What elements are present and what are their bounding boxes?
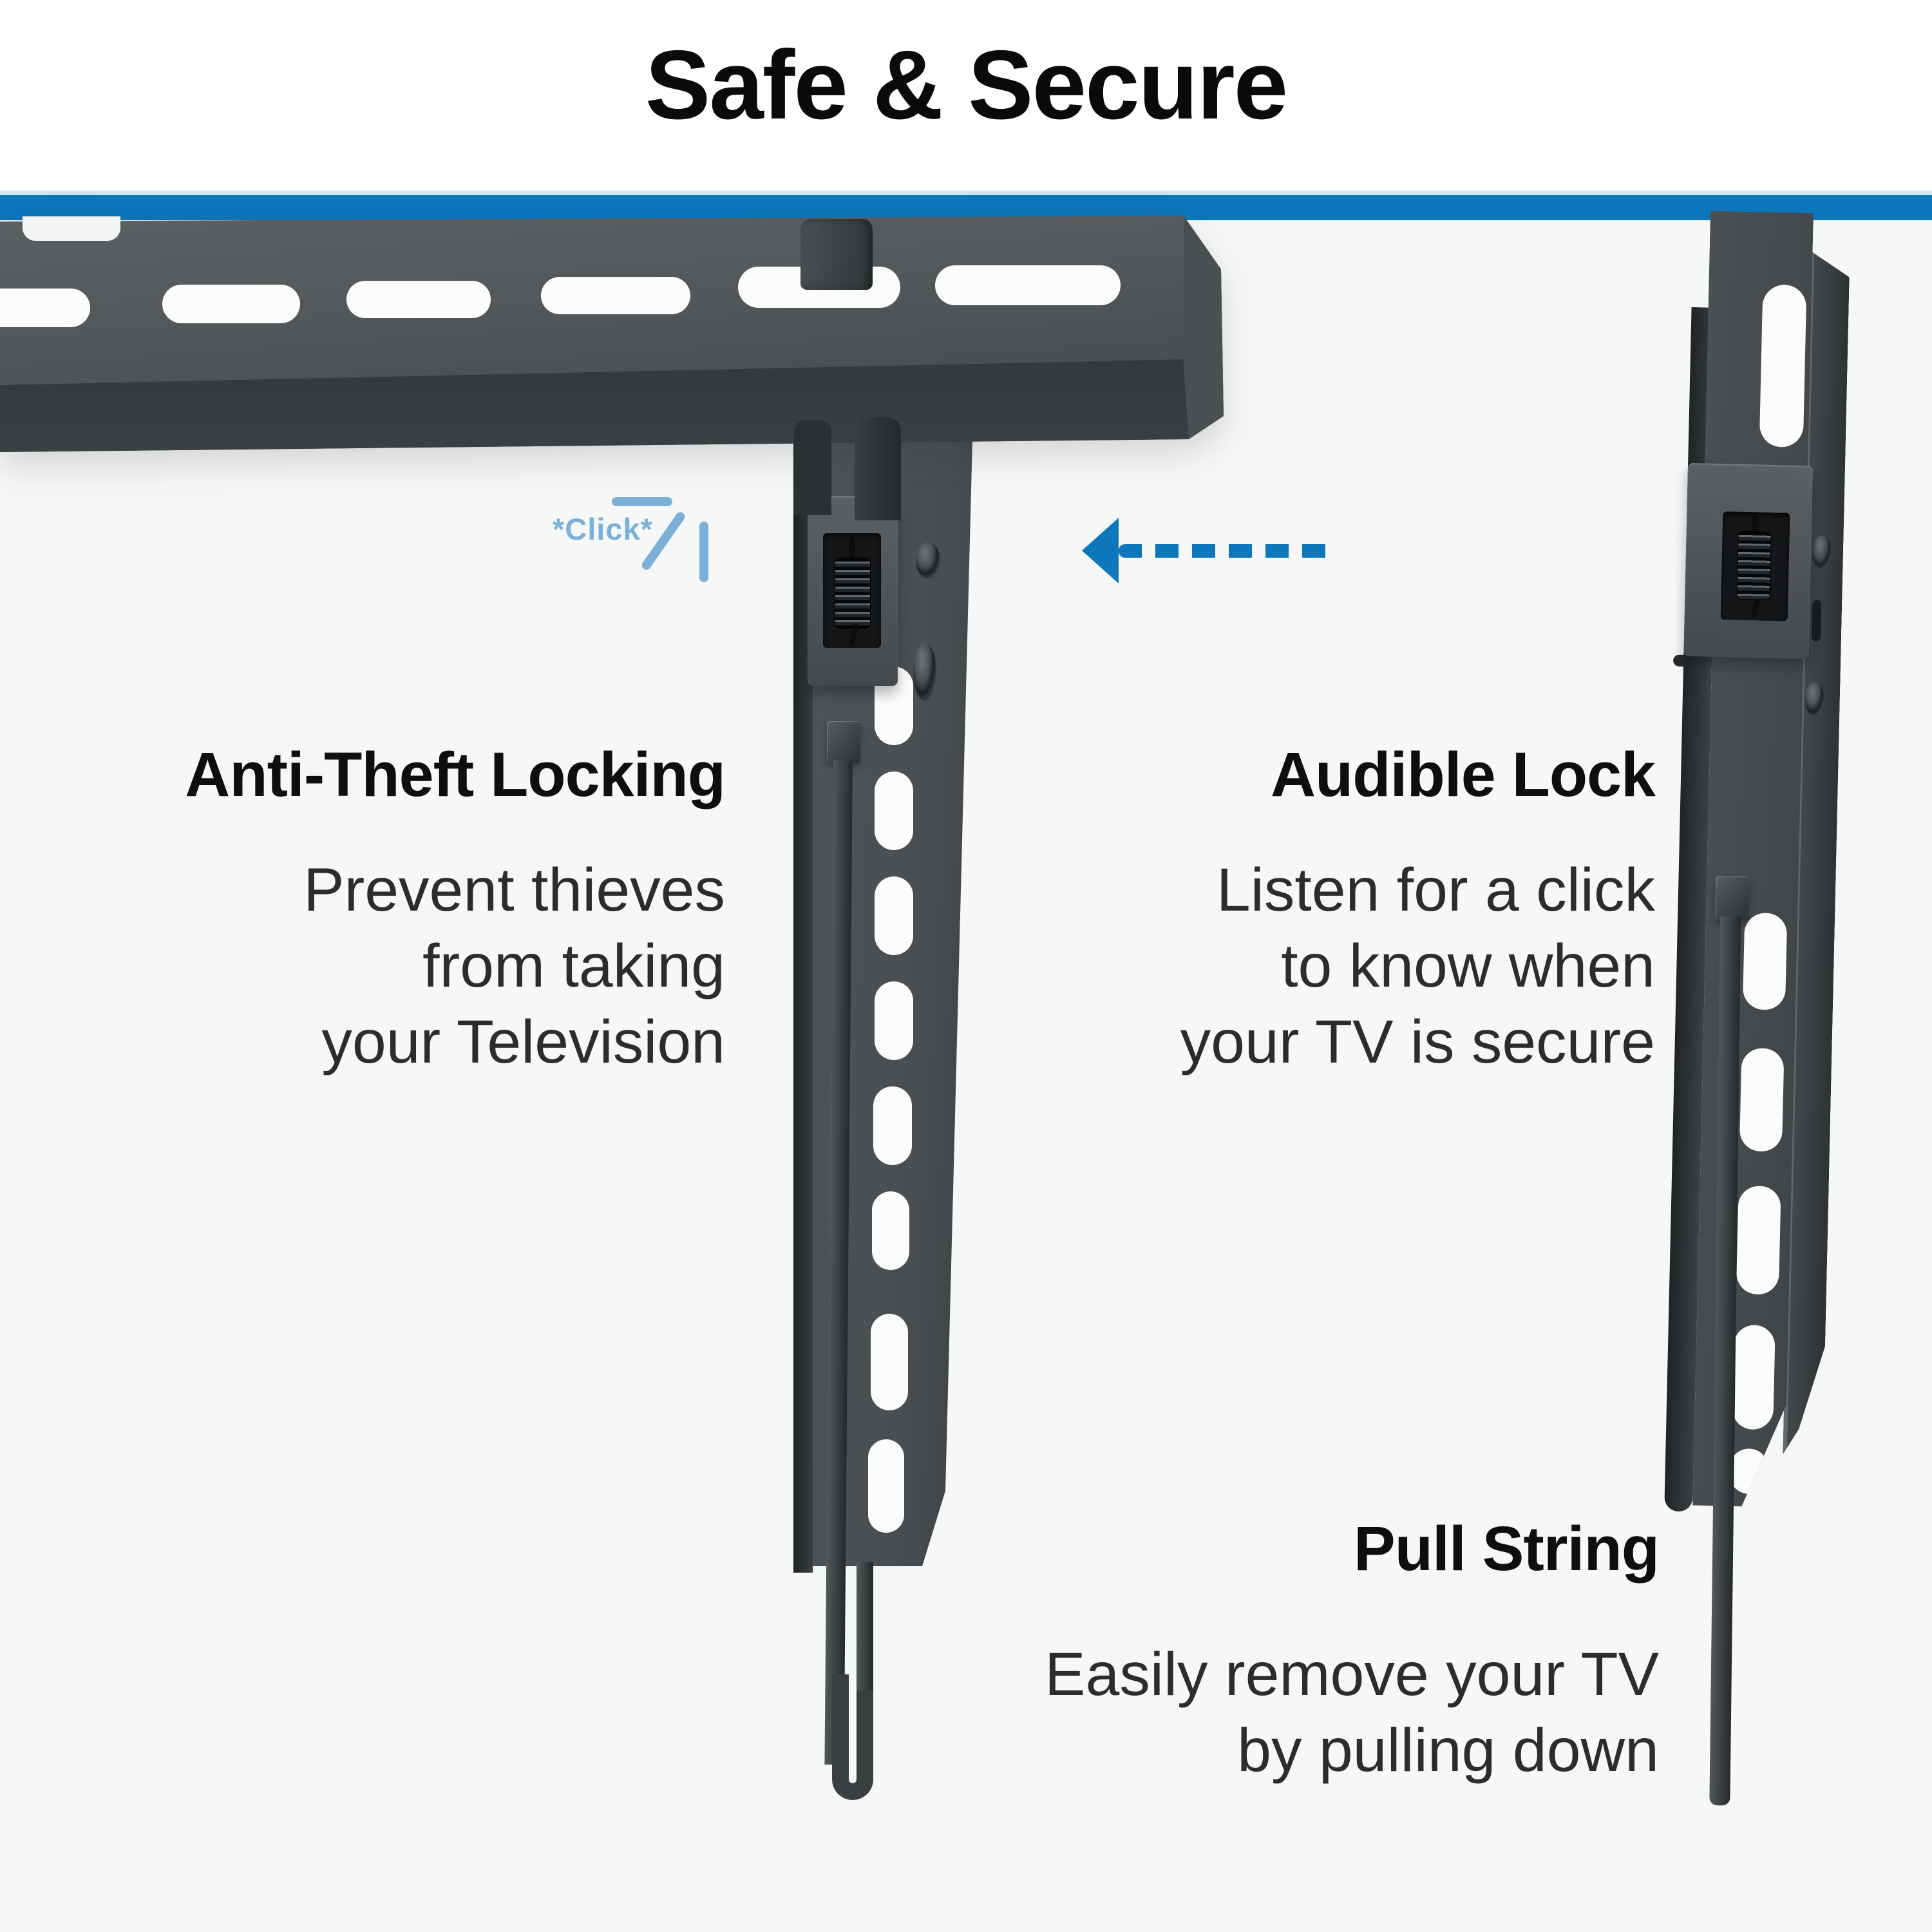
screw-dimple	[1804, 682, 1824, 716]
locking-mechanism	[808, 496, 898, 686]
feature-line: Listen for a click	[1216, 855, 1655, 924]
bracket-hook	[800, 219, 873, 290]
feature-line: Prevent thieves	[303, 855, 725, 924]
locking-mechanism	[1683, 462, 1814, 659]
feature-pull-string: Pull String Easily remove your TV by pul…	[1045, 1513, 1660, 1788]
screw-dimple	[1812, 535, 1832, 569]
lock-window	[823, 533, 881, 648]
pull-string-slider	[827, 721, 860, 762]
feature-body: Listen for a click to know when your TV …	[1180, 852, 1655, 1080]
bracket-slot	[875, 876, 913, 955]
pull-string-slider	[1715, 876, 1750, 921]
lock-pin	[1672, 654, 1693, 667]
bracket-hook-arm	[855, 417, 901, 520]
page-title: Safe & Secure	[645, 30, 1288, 140]
center-tv-bracket	[773, 213, 1030, 1848]
bracket-slot	[1759, 285, 1807, 448]
bracket-slot	[873, 1086, 912, 1165]
lock-window	[1720, 511, 1790, 621]
bracket-slot	[871, 1314, 908, 1410]
plate-slot	[0, 289, 90, 327]
right-tv-bracket	[1637, 210, 1880, 1850]
plate-slot	[541, 277, 690, 314]
arrow-left-icon	[1082, 518, 1119, 583]
feature-heading: Anti-Theft Locking	[185, 739, 726, 810]
spring-hook-wire	[1750, 598, 1761, 618]
plate-slot	[935, 265, 1121, 305]
bracket-slot	[868, 1439, 904, 1533]
bracket-slot	[1736, 1186, 1781, 1294]
click-emphasis-dash-icon	[612, 497, 672, 506]
pull-strap-loop	[832, 1674, 873, 1800]
click-emphasis-bar-icon	[699, 522, 708, 582]
feature-line: by pulling down	[1237, 1716, 1659, 1785]
plate-slot	[162, 285, 300, 323]
feature-line: to know when	[1281, 931, 1655, 1000]
plate-slot	[346, 281, 491, 318]
plate-slot	[1812, 600, 1821, 641]
wall-plate-notch	[23, 216, 120, 241]
pull-strap	[857, 1562, 873, 1690]
spring-hook-wire	[849, 537, 855, 559]
feature-line: your TV is secure	[1180, 1007, 1655, 1076]
feature-audible-lock: Audible Lock Listen for a click to know …	[1180, 739, 1656, 1080]
wall-mount-plate	[0, 213, 1230, 457]
bracket-hook-arm	[794, 420, 831, 515]
feature-anti-theft-locking: Anti-Theft Locking Prevent thieves from …	[185, 739, 726, 1080]
bracket-slot	[875, 981, 913, 1060]
screw-dimple	[916, 542, 940, 578]
feature-heading: Pull String	[1354, 1513, 1660, 1584]
arrow-dashed-line	[1119, 544, 1332, 558]
feature-line: Easily remove your TV	[1045, 1640, 1659, 1709]
feature-body: Prevent thieves from taking your Televis…	[185, 852, 725, 1080]
bracket-slot	[1729, 1448, 1769, 1494]
feature-line: your Television	[321, 1007, 725, 1076]
bracket-slot	[1743, 913, 1787, 1010]
bracket-slot	[875, 772, 913, 850]
lock-spring	[835, 558, 871, 629]
bracket-slot	[1732, 1325, 1776, 1430]
feature-body: Easily remove your TV by pulling down	[1045, 1636, 1659, 1788]
click-label: *Click*	[553, 512, 653, 546]
lock-spring	[1736, 531, 1772, 600]
feature-line: from taking	[422, 931, 725, 1000]
screw-dimple	[913, 643, 936, 701]
bracket-slot	[872, 1191, 909, 1270]
bracket-slot	[1739, 1048, 1785, 1151]
feature-heading: Audible Lock	[1271, 739, 1656, 810]
blue-divider-bar	[0, 191, 1932, 220]
